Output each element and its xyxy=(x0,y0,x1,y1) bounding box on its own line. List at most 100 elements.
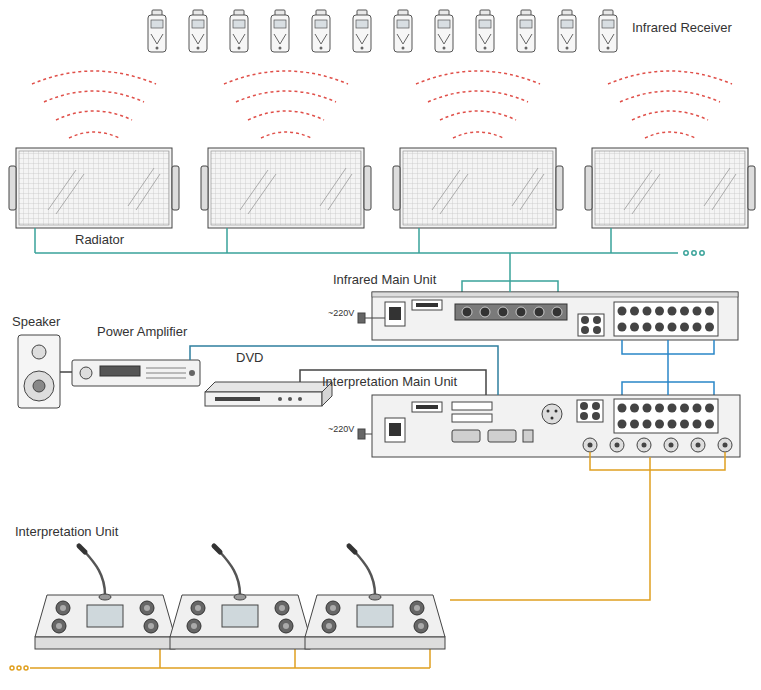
unit-chain-wires xyxy=(10,666,14,670)
infrared-receivers xyxy=(558,10,576,52)
dvd-drawing xyxy=(298,397,302,401)
device-label: Radiator xyxy=(75,232,124,248)
radiator-bus xyxy=(35,228,704,292)
interpretation-main-unit-drawing xyxy=(488,430,516,442)
infrared-receivers xyxy=(353,10,371,52)
radiator-bus xyxy=(35,228,678,253)
device-label: Infrared Main Unit xyxy=(333,272,436,288)
amplifier-cable xyxy=(190,346,498,395)
power-plug xyxy=(365,318,385,319)
interpretation-units xyxy=(35,546,445,649)
unit-chain-wires xyxy=(30,649,430,668)
interpretation-main-unit-drawing xyxy=(551,417,554,420)
interpretation-main-unit-drawing xyxy=(577,400,603,422)
dvd-drawing xyxy=(288,397,292,401)
radiator-group: Radiator xyxy=(5,62,755,253)
infrared-receivers xyxy=(435,10,453,52)
interpretation-main-unit-drawing xyxy=(664,438,678,452)
interpretation-main-unit-drawing xyxy=(523,430,533,442)
infrared-receivers xyxy=(517,10,535,52)
infrared-main-unit-drawing xyxy=(389,307,401,320)
interpretation-main-unit-drawing xyxy=(642,443,647,448)
interpretation-main-unit-drawing xyxy=(588,443,593,448)
interpretation-units xyxy=(170,546,310,649)
dvd-drawing xyxy=(215,397,260,401)
radiators xyxy=(201,71,371,228)
interpretation-main-unit-drawing xyxy=(547,410,550,413)
infrared-main-unit: Infrared Main Unit xyxy=(372,292,738,340)
interpretation-main-unit-drawing xyxy=(385,418,405,442)
unit-chain-wires xyxy=(17,666,21,670)
amplifier-drawing xyxy=(100,366,140,376)
interpretation-main-unit-drawing xyxy=(372,395,740,457)
dvd-drawing xyxy=(205,382,332,406)
device-label: DVD xyxy=(236,350,263,366)
infrared-receivers xyxy=(312,10,330,52)
infrared-receivers xyxy=(148,10,617,52)
unit-chain-wires xyxy=(590,452,725,470)
infrared-main-unit-drawing xyxy=(372,292,738,297)
interpretation-units xyxy=(35,546,175,649)
infrared-main-unit-drawing xyxy=(372,292,738,340)
infrared-receivers xyxy=(230,10,248,52)
voltage-label: ~220V xyxy=(328,424,354,435)
infrared-main-unit-drawing xyxy=(385,302,405,326)
ir-link-cable xyxy=(667,340,669,395)
infrared-receivers xyxy=(271,10,289,52)
radiators xyxy=(585,71,755,228)
amplifier-drawing xyxy=(72,360,200,386)
dvd-drawing xyxy=(205,382,332,392)
power-amplifier: Power Amplifier xyxy=(72,360,200,386)
power-plug xyxy=(358,429,365,439)
radiators xyxy=(9,71,755,228)
interpretation-main-unit-drawing xyxy=(610,438,624,452)
interpretation-main-unit-drawing xyxy=(452,402,492,410)
device-label: Infrared Receiver xyxy=(632,20,732,36)
infrared-main-unit-drawing xyxy=(534,307,544,317)
interpretation-main-unit-drawing xyxy=(412,402,442,412)
interpretation-main-unit: Interpretation Main Unit xyxy=(372,395,740,457)
receiver-group: Infrared Receiver xyxy=(140,6,755,58)
infrared-main-unit-drawing xyxy=(455,304,567,320)
amplifier-drawing xyxy=(189,370,195,376)
infrared-receivers xyxy=(599,10,617,52)
interpretation-main-unit-drawing xyxy=(389,423,401,436)
speaker-drawing xyxy=(32,345,46,359)
interpretation-main-unit-drawing xyxy=(691,438,705,452)
radiator-bus xyxy=(692,251,696,255)
infrared-receivers xyxy=(189,10,207,52)
infrared-receivers xyxy=(476,10,494,52)
interpretation-main-unit-drawing xyxy=(637,438,651,452)
speaker-drawing xyxy=(18,335,60,408)
device-label: Power Amplifier xyxy=(97,324,187,340)
interpretation-main-unit-drawing xyxy=(372,395,740,457)
device-label: Speaker xyxy=(12,314,60,330)
radiators xyxy=(9,71,179,228)
radiator-bus xyxy=(700,251,704,255)
unit-chain-wires xyxy=(10,452,725,670)
infrared-main-unit-drawing xyxy=(614,302,718,336)
interpretation-main-unit-drawing xyxy=(723,443,728,448)
unit-cable xyxy=(450,457,650,600)
amplifier-drawing xyxy=(72,360,200,386)
interpretation-main-unit-drawing xyxy=(615,443,620,448)
radiator-cable xyxy=(509,253,511,292)
interpretation-main-unit-drawing xyxy=(452,414,492,422)
ir-link-wires xyxy=(622,340,714,395)
dvd-cable xyxy=(300,370,486,395)
device-label: Interpretation Main Unit xyxy=(322,374,457,390)
speaker-cable xyxy=(60,371,72,373)
interpretation-main-unit-drawing xyxy=(718,438,732,452)
infrared-receivers xyxy=(148,10,166,52)
interpretation-units xyxy=(305,546,445,649)
infrared-main-unit-drawing xyxy=(416,303,438,307)
radiators xyxy=(393,71,563,228)
voltage-label: ~220V xyxy=(328,308,354,319)
speaker-drawing xyxy=(24,371,54,401)
interpretation-unit-group: Interpretation Unit xyxy=(30,540,450,655)
infrared-main-unit-drawing xyxy=(462,307,472,317)
dvd-drawing xyxy=(205,392,322,406)
interpretation-main-unit-drawing xyxy=(416,405,438,409)
